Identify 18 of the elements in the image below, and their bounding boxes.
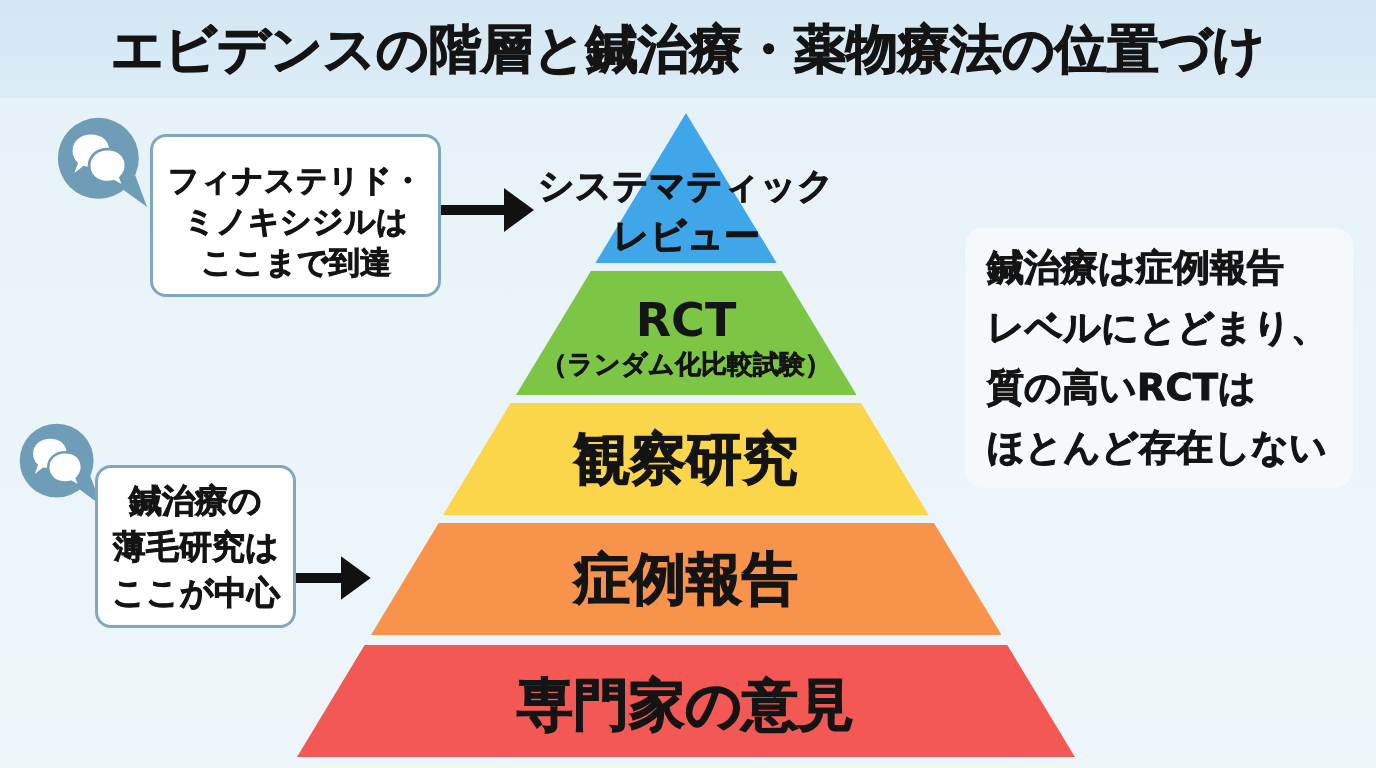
pyramid-tier	[443, 403, 929, 515]
tier-label: 症例報告	[574, 547, 798, 611]
pyramid-tier	[297, 645, 1075, 757]
note-text: 鍼治療は症例報告レベルにとどまり、質の高いRCTはほとんど存在しない	[987, 245, 1329, 471]
callout-text: フィナステリド・ミノキシジルはここまで到達	[168, 161, 423, 282]
pyramid-tier	[515, 271, 857, 395]
tier-label: システマティックレビュー	[538, 164, 834, 258]
tier-label: 専門家の意見	[517, 673, 855, 737]
tier-label: （ランダム化比較試験）	[541, 348, 831, 381]
callout-box	[95, 465, 296, 628]
title: エビデンスの階層と鍼治療・薬物療法の位置づけ	[111, 18, 1265, 81]
tier-label: RCT	[635, 293, 737, 347]
arrow	[441, 188, 534, 232]
callout-box	[150, 134, 441, 297]
arrow	[296, 556, 371, 600]
pyramid-tier	[370, 523, 1002, 635]
callout-text: 鍼治療の薄毛研究はここが中心	[111, 479, 280, 614]
tier-label: 観察研究	[574, 427, 798, 491]
